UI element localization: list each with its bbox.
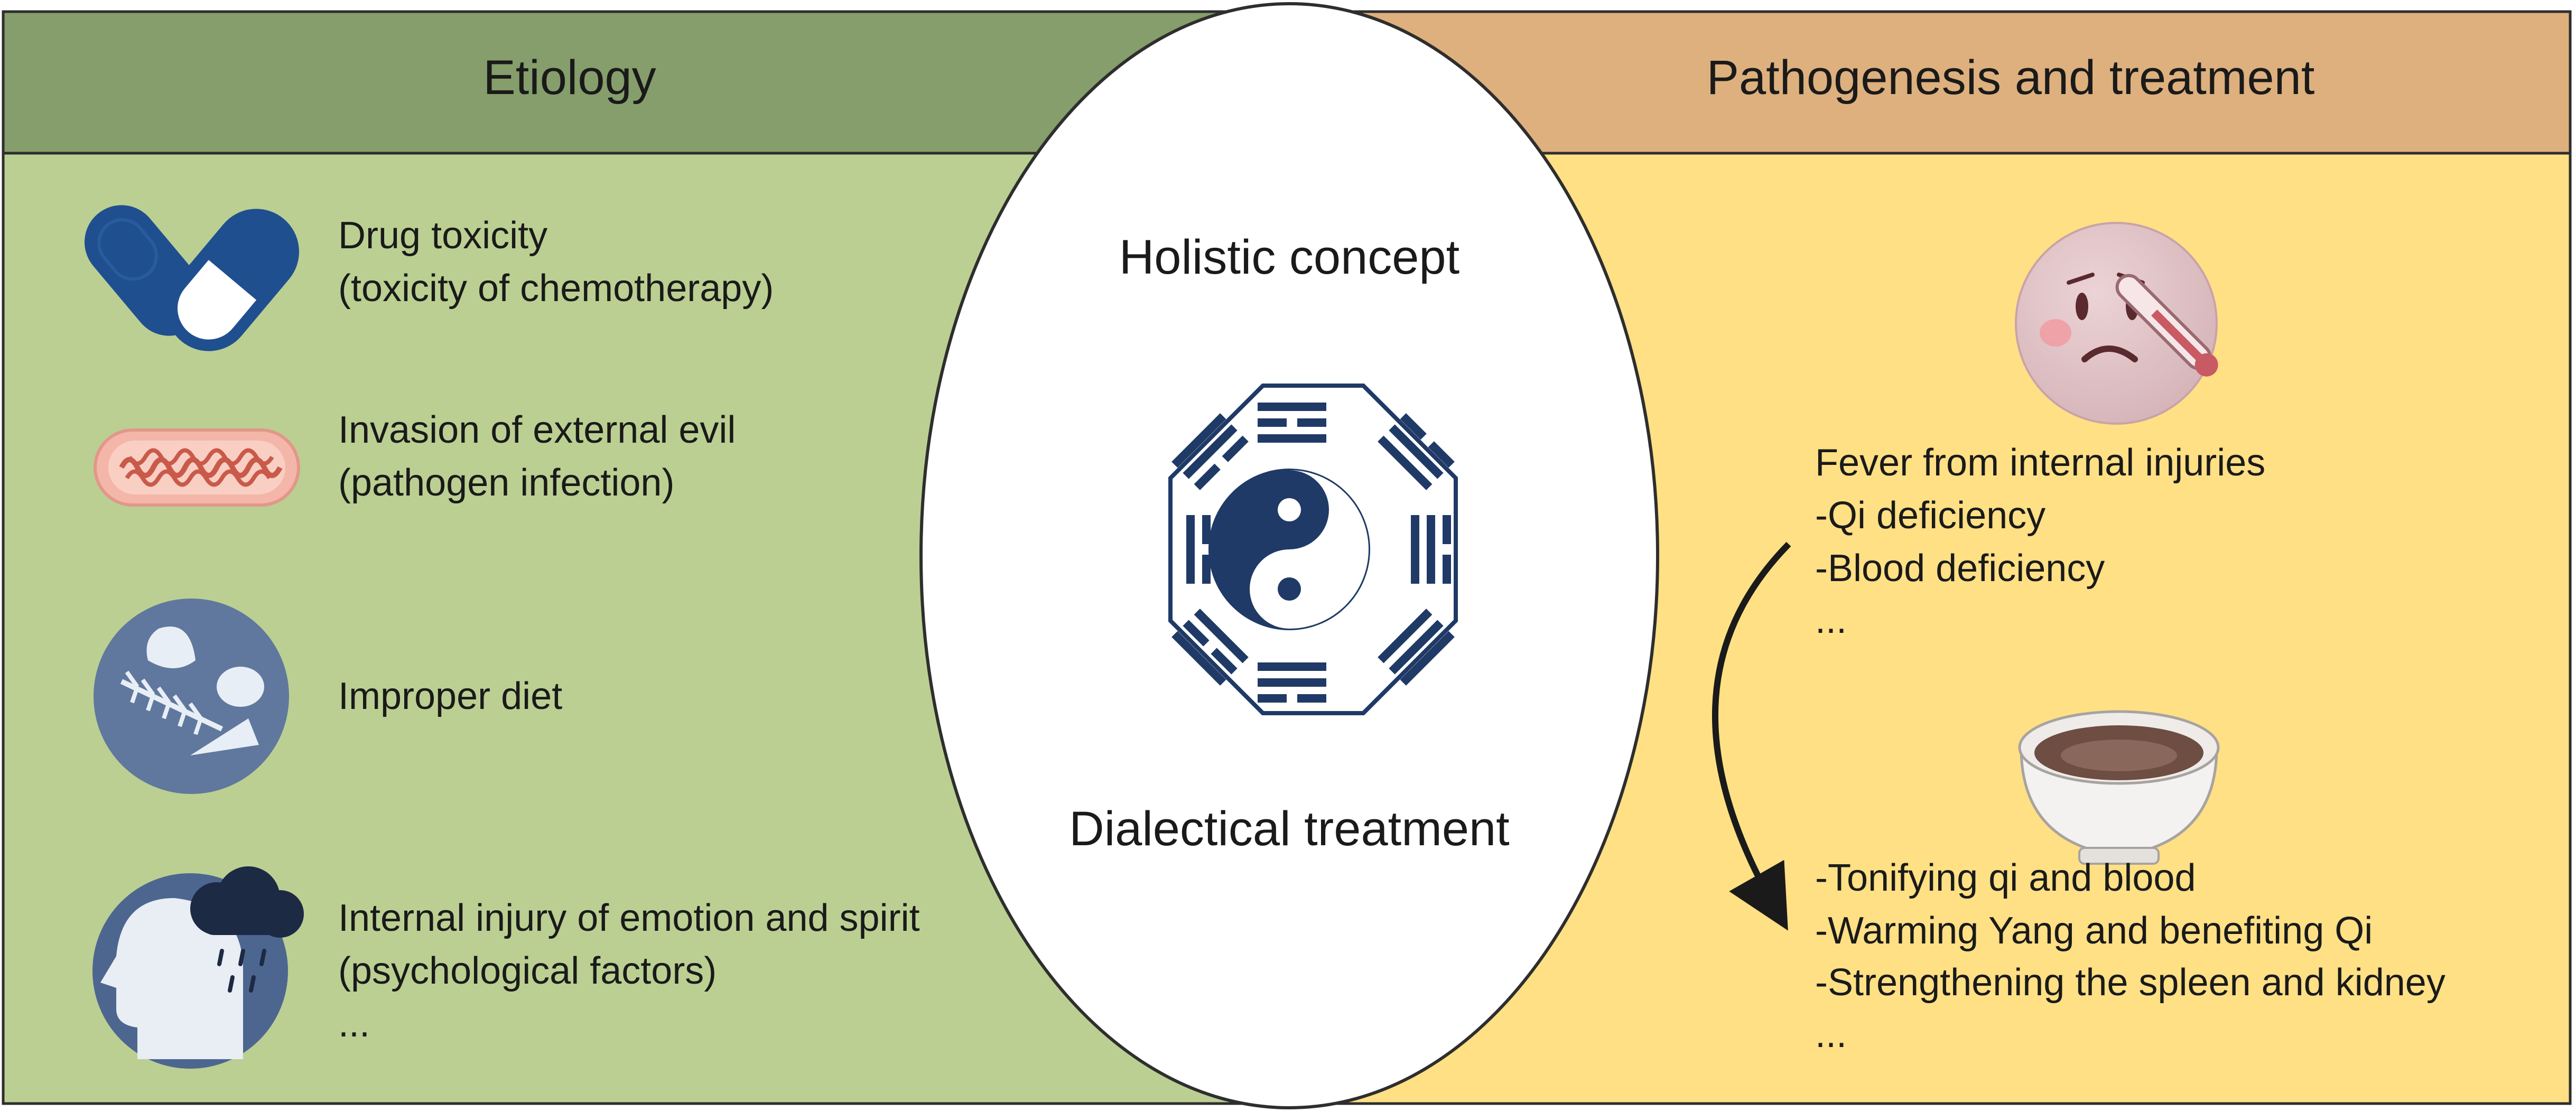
treatment-line-2: -Warming Yang and benefiting Qi (1815, 910, 2373, 952)
etiology-item-2-line1: Invasion of external evil (338, 409, 736, 451)
dialectical-treatment-label: Dialectical treatment (1069, 802, 1509, 856)
treatment-line-1: -Tonifying qi and blood (1815, 857, 2196, 899)
etiology-item-1-line1: Drug toxicity (338, 214, 547, 257)
curved-arrow-icon (1712, 541, 1791, 931)
pathogenesis-title: Pathogenesis and treatment (1707, 51, 2315, 105)
pathogenesis-line-1: Fever from internal injuries (1815, 442, 2265, 484)
treatment-line-3: -Strengthening the spleen and kidney (1815, 961, 2445, 1004)
etiology-title: Etiology (483, 51, 656, 105)
capsule-pills-icon (85, 205, 299, 351)
pathogenesis-line-3: -Blood deficiency (1815, 547, 2105, 590)
herbal-medicine-bowl-icon (2018, 710, 2220, 865)
sick-face-thermometer-icon (2015, 222, 2218, 425)
etiology-item-1-line2: (toxicity of chemotherapy) (338, 267, 774, 310)
rain-cloud-head-icon (92, 866, 304, 1069)
etiology-item-4-line2: (psychological factors) (338, 950, 717, 992)
etiology-item-4-line3: ... (338, 1003, 370, 1045)
etiology-item-4-line1: Internal injury of emotion and spirit (338, 897, 920, 939)
spoiled-food-icon (94, 599, 289, 794)
etiology-item-2-line2: (pathogen infection) (338, 462, 674, 504)
pathogenesis-line-4: ... (1815, 599, 1847, 641)
treatment-lines: -Tonifying qi and blood -Warming Yang an… (1815, 857, 2445, 1055)
pathogenesis-line-2: -Qi deficiency (1815, 494, 2045, 537)
holistic-concept-label: Holistic concept (1119, 230, 1459, 284)
pathogenesis-header (1347, 12, 2570, 153)
bagua-yin-yang-icon (1168, 384, 1458, 715)
treatment-line-4: ... (1815, 1013, 1847, 1055)
etiology-item-3-line1: Improper diet (338, 675, 562, 717)
pathogenesis-lines: Fever from internal injuries -Qi deficie… (1815, 442, 2265, 641)
bacterium-icon (94, 428, 300, 507)
